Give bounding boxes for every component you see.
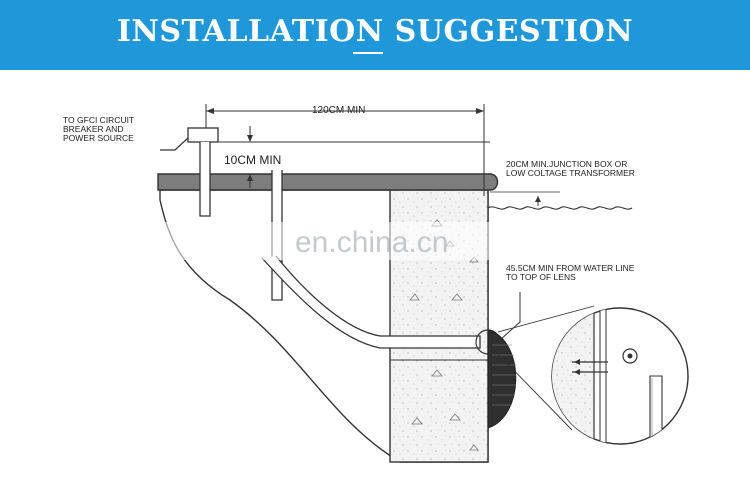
watermark-band [60,222,500,260]
lens-leader [499,292,521,341]
gfci-label-line2: BREAKER AND [63,124,124,134]
conduit-to-light [261,255,481,349]
power-wire [160,137,189,151]
pool-light [487,329,517,429]
watermark-text: en.china.cn [295,226,449,259]
gfci-label-line1: TO GFCI CIRCUIT [63,115,135,125]
dim-120-label: 120CM MIN [312,105,366,116]
junction-box [187,127,219,143]
pool-deck [157,173,499,191]
gfci-label-line3: POWER SOURCE [63,133,134,143]
lens-label-line2: TO TOP OF LENS [506,272,576,282]
water-line [487,206,633,210]
conduit-left [199,142,211,217]
junction-label-line1: 20CM MIN.JUNCTION BOX OR [506,159,628,169]
junction-label-line2: LOW COLTAGE TRANSFORMER [506,168,635,178]
title-underline [353,52,383,54]
page-title: INSTALLATION SUGGESTION [116,14,634,49]
detail-magnifier [551,307,689,445]
header-banner: INSTALLATION SUGGESTION [0,0,750,70]
dim-10-label: 10CM MIN [224,153,282,167]
lens-label-line1: 45.5CM MIN FROM WATER LINE [506,263,635,273]
